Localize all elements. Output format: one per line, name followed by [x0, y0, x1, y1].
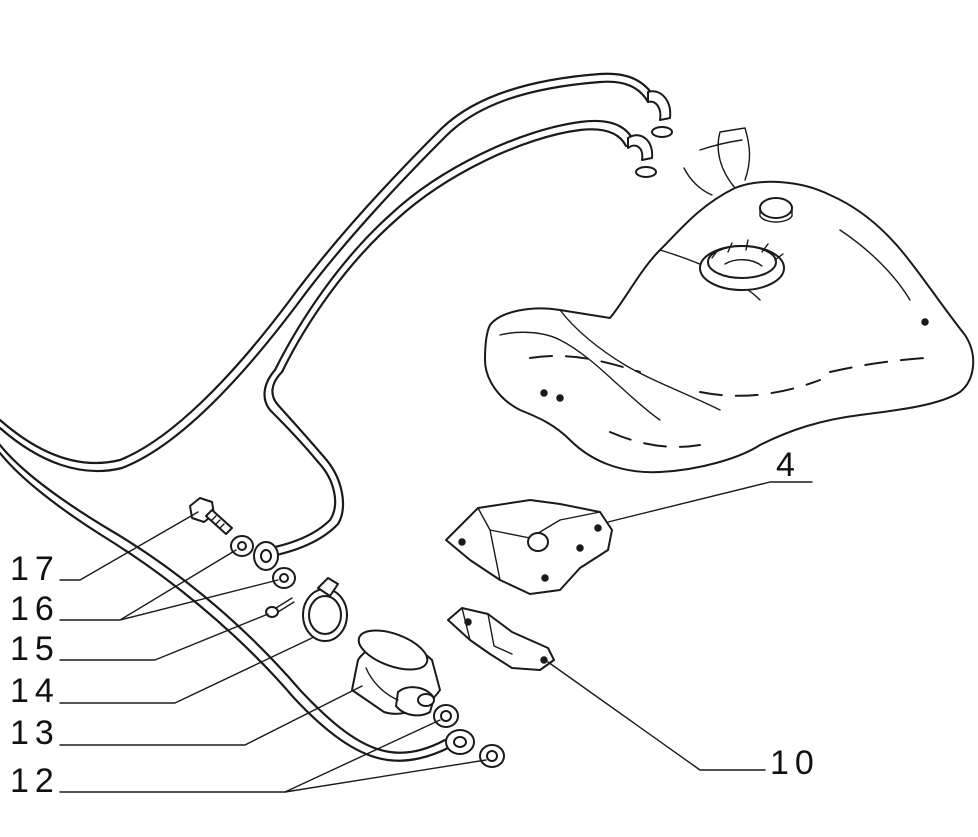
- leader-14: [59, 637, 313, 704]
- callout-label-10: 10: [770, 744, 820, 782]
- fuel-filter: [351, 629, 441, 717]
- washers-upper: [230, 535, 296, 589]
- leader-16b: [119, 579, 279, 621]
- screw: [265, 597, 295, 618]
- leader-17: [59, 511, 199, 581]
- leader-12a: [59, 719, 441, 793]
- callout-label-16: 16: [10, 590, 60, 628]
- washers-lower: [433, 704, 505, 768]
- hose-clamp: [302, 577, 348, 642]
- filter-bracket: [447, 607, 555, 671]
- callout-label-4: 4: [776, 446, 801, 484]
- tank-bracket: [445, 499, 613, 595]
- leader-lines: [59, 481, 813, 793]
- callout-label-13: 13: [10, 714, 60, 752]
- leader-15: [59, 613, 269, 661]
- leader-4: [607, 481, 813, 523]
- callout-label-14: 14: [10, 672, 60, 710]
- callout-label-17: 17: [10, 550, 60, 588]
- leader-10: [547, 661, 766, 771]
- fuel-tank: [484, 127, 975, 474]
- banjo-bolt: [189, 497, 233, 535]
- leader-12b: [284, 759, 487, 793]
- leader-16a: [59, 549, 237, 621]
- callout-label-15: 15: [10, 630, 60, 668]
- leader-13: [59, 685, 363, 746]
- callout-label-12: 12: [10, 762, 60, 800]
- fuel-pipes: [0, 72, 673, 762]
